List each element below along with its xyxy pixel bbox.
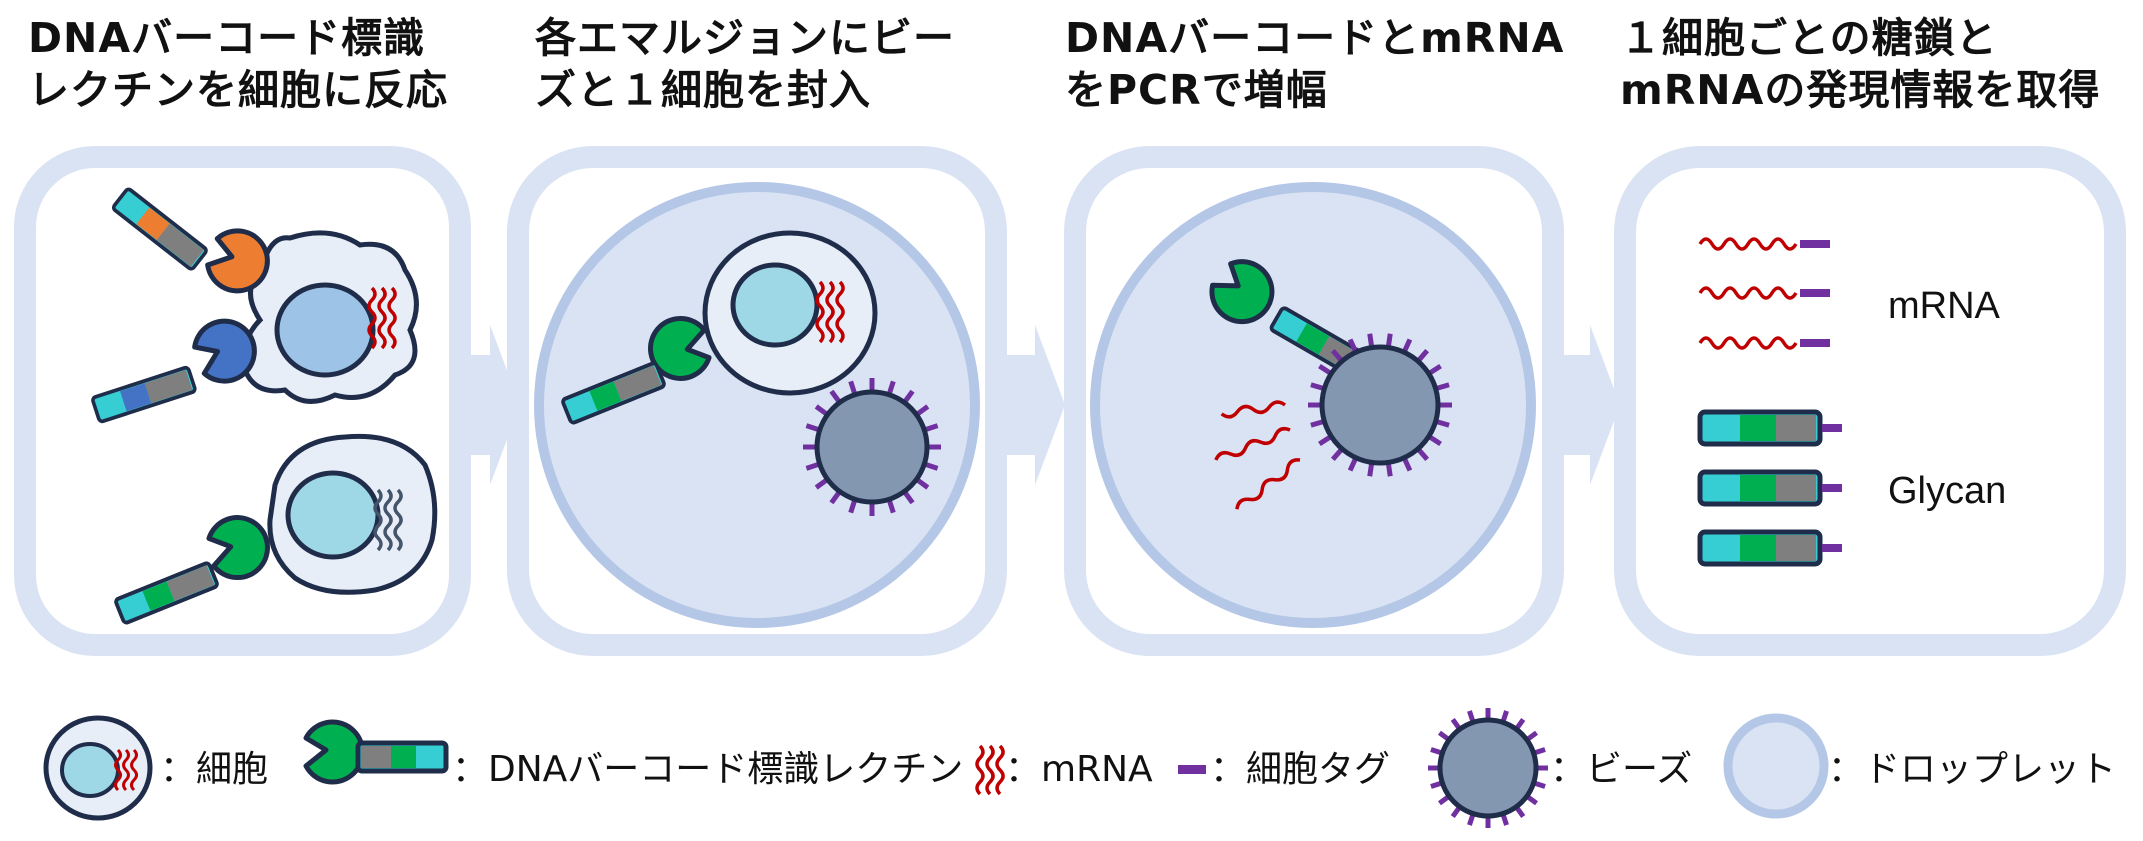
bead <box>803 378 941 516</box>
legend-cell-text: ：細胞 <box>160 749 269 790</box>
mrna-strands <box>1214 400 1301 510</box>
step4-title: １細胞ごとの糖鎖と mRNAの発現情報を取得 <box>1620 14 2101 114</box>
legend-tag-icon <box>1178 765 1206 774</box>
arrow-2 <box>998 325 1065 485</box>
legend-lectin-icon <box>306 722 363 782</box>
mrna-squiggle <box>367 286 397 350</box>
legend-tag-text: ：細胞タグ <box>1210 749 1391 790</box>
bead-sphere <box>1319 344 1441 466</box>
panel-4-frame <box>1614 146 2126 656</box>
arrow-1 <box>455 325 520 485</box>
mrna-list <box>1698 237 1830 350</box>
step3-title: DNAバーコードとmRNA をPCRで増幅 <box>1065 14 1565 114</box>
nucleus <box>730 262 820 348</box>
legend-lectin-text: ：DNAバーコード標識レクチン <box>452 749 964 790</box>
glycan-label: Glycan <box>1888 470 2007 512</box>
bead <box>1308 333 1452 477</box>
mrna-label: mRNA <box>1888 285 2000 327</box>
legend-mrna-icon <box>975 744 1005 796</box>
legend-mrna-text: ：mRNA <box>1005 749 1153 790</box>
legend-droplet-icon <box>1723 713 1829 819</box>
legend-bead-icon <box>1428 708 1548 828</box>
legend-bead-text: ：ビーズ <box>1550 749 1693 790</box>
bead-sphere <box>814 389 930 505</box>
nucleus <box>285 470 381 560</box>
step1-title: DNAバーコード標識 レクチンを細胞に反応 <box>28 14 448 114</box>
bead-sphere <box>1437 717 1539 819</box>
legend-droplet-text: ：ドロップレット <box>1828 749 2117 790</box>
step2-title: 各エマルジョンにビー ズと１細胞を封入 <box>535 14 955 114</box>
nucleus <box>274 282 376 378</box>
arrow-3 <box>1552 325 1620 485</box>
glycan-barcode-list <box>1697 409 1842 567</box>
